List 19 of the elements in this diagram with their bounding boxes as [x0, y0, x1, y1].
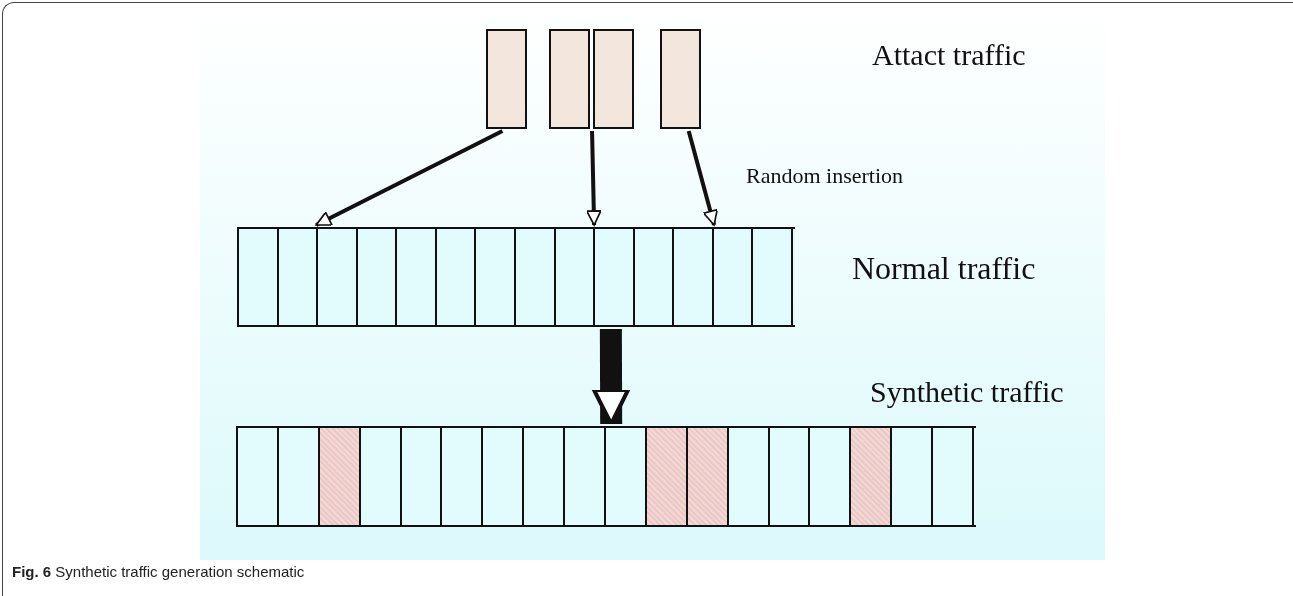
attack-packet	[593, 29, 634, 129]
attack-packet	[646, 428, 688, 525]
attack-packet	[851, 428, 893, 525]
arrow	[686, 130, 719, 226]
packet-sequence-bar	[236, 426, 976, 527]
arrow	[592, 328, 631, 427]
packet-sequence-bar	[237, 227, 795, 327]
attack-packet	[549, 29, 590, 129]
arrow	[585, 130, 602, 226]
text-label: Normal traffic	[852, 250, 1036, 287]
attack-packet	[486, 29, 527, 129]
text-label: Attact traffic	[872, 38, 1026, 72]
text-label: Random insertion	[746, 163, 904, 189]
attack-packet	[687, 428, 729, 525]
attack-packet	[319, 428, 361, 525]
figure-caption: Fig. 6 Synthetic traffic generation schematic	[12, 563, 305, 580]
text-label: Synthetic traffic	[870, 375, 1064, 409]
attack-packet	[660, 29, 701, 129]
arrow	[315, 129, 504, 227]
